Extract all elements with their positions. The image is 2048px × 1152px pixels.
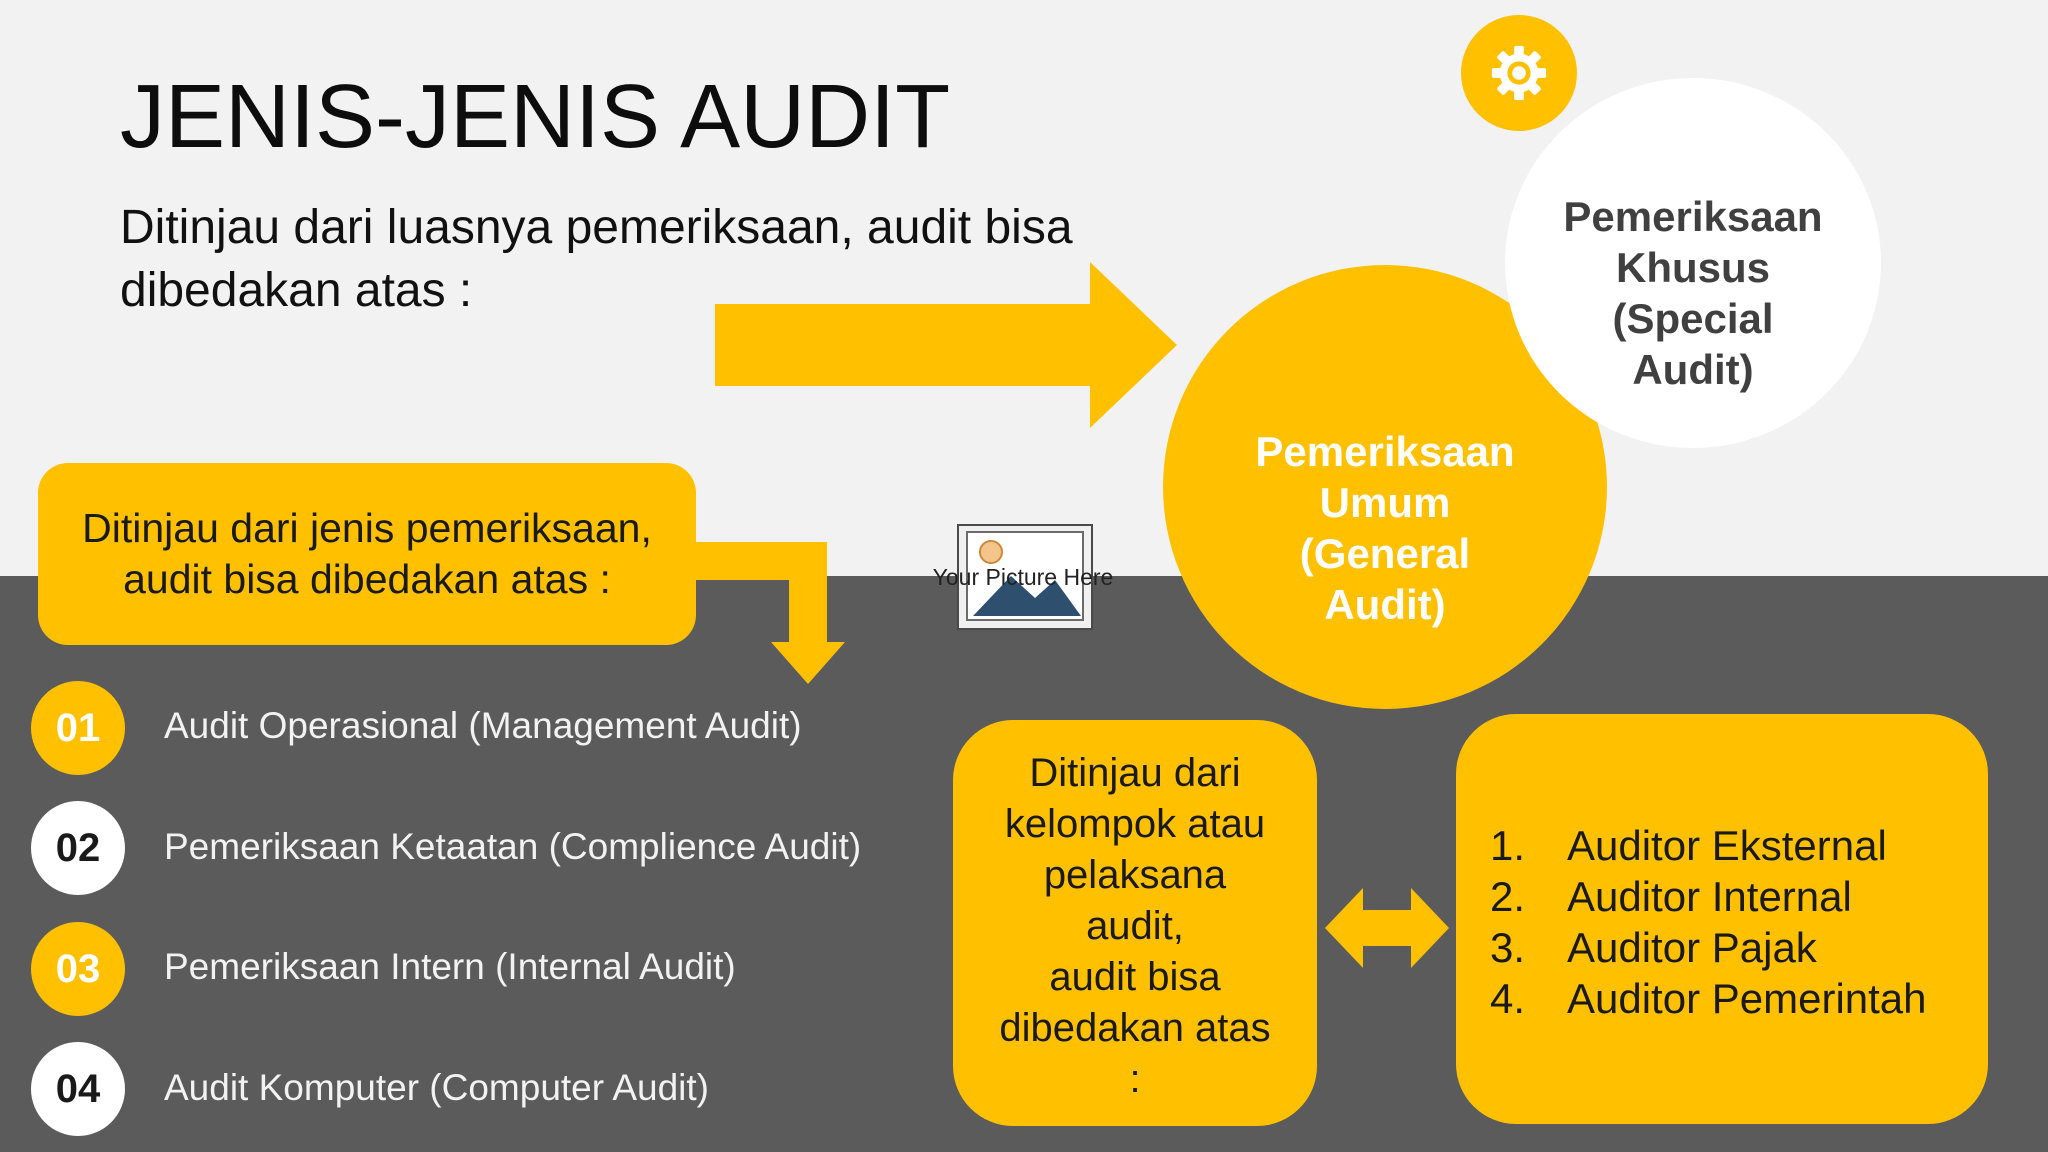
group-heading-line: pelaksana [1043, 853, 1227, 897]
auditor-item: 4. Auditor Pemerintah [1490, 973, 1927, 1024]
auditor-item: 1. Auditor Eksternal [1490, 820, 1927, 871]
audit-type-item: Pemeriksaan Ketaatan (Complience Audit) [164, 826, 862, 867]
group-heading-box [953, 720, 1317, 1126]
double-arrow-icon [1325, 888, 1449, 968]
special-audit-line: (Special [1612, 295, 1774, 342]
picture-placeholder-label: Your Picture Here [932, 564, 1114, 590]
auditor-label: Auditor Internal [1567, 873, 1852, 920]
right-arrow-icon [715, 262, 1177, 428]
slide-title: JENIS-JENIS AUDIT [120, 67, 951, 167]
special-audit-circle [1505, 78, 1881, 448]
picture-placeholder [957, 524, 1093, 630]
audit-type-item: Audit Komputer (Computer Audit) [164, 1067, 709, 1108]
auditor-number: 3. [1490, 924, 1526, 971]
auditor-number: 1. [1490, 822, 1526, 869]
auditor-list-box [1456, 714, 1988, 1124]
auditor-label: Auditor Eksternal [1567, 822, 1887, 869]
type-heading-line: Ditinjau dari jenis pemeriksaan, [82, 505, 652, 551]
audit-type-item: Pemeriksaan Intern (Internal Audit) [164, 946, 736, 987]
special-audit-line: Khusus [1615, 244, 1770, 291]
group-heading-line: Ditinjau dari [1029, 751, 1241, 795]
general-audit-line: Pemeriksaan [1255, 428, 1515, 475]
auditor-number: 4. [1490, 975, 1526, 1022]
group-heading-line: audit bisa [1049, 955, 1221, 999]
slide-subtitle: Ditinjau dari luasnya pemeriksaan, audit… [120, 201, 1073, 317]
auditor-label: Auditor Pajak [1567, 924, 1817, 971]
audit-type-item: Audit Operasional (Management Audit) [164, 705, 802, 746]
auditor-list: 1. Auditor Eksternal 2. Auditor Internal 3… [1490, 820, 1927, 1024]
general-audit-line: (General [1299, 530, 1471, 577]
auditor-item: 2. Auditor Internal [1490, 871, 1927, 922]
general-audit-label: Pemeriksaan Umum (General Audit) [1213, 426, 1557, 630]
type-heading-box: Ditinjau dari jenis pemeriksaan, audit b… [38, 463, 696, 645]
auditor-label: Auditor Pemerintah [1567, 975, 1927, 1022]
down-arrow-icon [680, 542, 845, 684]
group-heading-line: : [1129, 1057, 1141, 1101]
list-number-badge: 02 [31, 801, 125, 895]
group-heading-text: Ditinjau dari kelompok atau pelaksana au… [953, 748, 1317, 1105]
list-number-badge: 01 [31, 681, 125, 775]
image-icon [966, 531, 1084, 621]
gear-icon [1491, 45, 1547, 101]
general-audit-line: Umum [1319, 479, 1451, 526]
special-audit-label: Pemeriksaan Khusus (Special Audit) [1540, 191, 1846, 395]
list-number-badge: 03 [31, 922, 125, 1016]
list-number-badge: 04 [31, 1042, 125, 1136]
group-heading-line: dibedakan atas [999, 1006, 1271, 1050]
general-audit-line: Audit) [1324, 581, 1446, 628]
gear-badge [1461, 15, 1577, 131]
special-audit-line: Audit) [1632, 346, 1754, 393]
group-heading-line: audit, [1086, 904, 1184, 948]
auditor-number: 2. [1490, 873, 1526, 920]
special-audit-line: Pemeriksaan [1563, 193, 1823, 240]
group-heading-line: kelompok atau [1004, 802, 1266, 846]
type-heading-line: audit bisa dibedakan atas : [123, 556, 611, 602]
auditor-item: 3. Auditor Pajak [1490, 922, 1927, 973]
